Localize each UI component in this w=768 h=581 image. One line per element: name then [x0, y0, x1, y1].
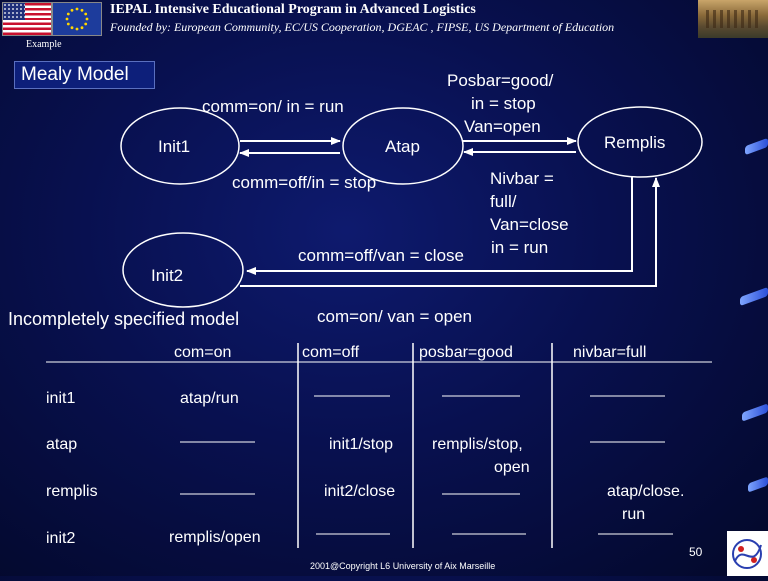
table-header-nivbar-full: nivbar=full [573, 344, 647, 361]
state-label-remplis: Remplis [604, 133, 666, 152]
eu-stars [65, 7, 89, 31]
university-logo-icon [727, 531, 768, 576]
transition-remplis-atap-line4: in = run [491, 238, 549, 257]
example-label: Example [26, 39, 62, 50]
incomplete-model-label: Incompletely specified model [8, 309, 240, 329]
state-atap [342, 107, 464, 185]
state-label-atap: Atap [385, 137, 420, 156]
mealy-model-badge: Mealy Model [14, 61, 155, 89]
logo-graphic [732, 539, 762, 569]
state-init1 [120, 107, 240, 185]
transition-atap-remplis-line2: in = stop [471, 94, 536, 113]
cell-init2-com-on: remplis/open [169, 529, 261, 546]
table-row-atap: atap [46, 436, 78, 453]
transition-atap-remplis-line1: Posbar=good/ [447, 71, 554, 90]
table-row-init2: init2 [46, 530, 76, 547]
us-flag-canton [3, 3, 25, 20]
heading: Mealy Model [21, 64, 129, 85]
header-subtitle: Founded by: European Community, EC/US Co… [110, 20, 615, 34]
state-init2 [122, 232, 244, 308]
cell-init1-com-on: atap/run [180, 390, 239, 407]
arrow-init2-remplis [240, 177, 660, 287]
cell-remplis-nivbar-line2: run [622, 506, 646, 523]
arrow-remplis-init2 [246, 177, 633, 275]
cell-atap-posbar-line2: open [494, 459, 530, 476]
transition-remplis-init2: comm=off/van = close [298, 246, 464, 265]
transition-remplis-atap-line1: Nivbar = [490, 169, 554, 188]
table-header-posbar-good: posbar=good [419, 344, 513, 361]
table-header-com-on: com=on [174, 344, 232, 361]
table-header-com-off: com=off [302, 344, 360, 361]
transition-remplis-atap-line3: Van=close [490, 215, 569, 234]
cell-atap-posbar-line1: remplis/stop, [432, 436, 523, 453]
table-row-remplis: remplis [46, 483, 98, 500]
transition-atap-remplis-line3: Van=open [464, 117, 541, 136]
state-label-init1: Init1 [158, 137, 191, 156]
transition-init1-atap: comm=on/ in = run [202, 97, 344, 116]
page-number: 50 [689, 545, 703, 559]
footer-copyright: 2001@Copyright L6 University of Aix Mars… [310, 561, 496, 571]
transition-init2-remplis: com=on/ van = open [317, 307, 473, 326]
state-remplis [577, 106, 703, 178]
state-label-init2: Init2 [151, 266, 184, 285]
transition-atap-init1: comm=off/in = stop [232, 173, 377, 192]
cell-remplis-com-off: init2/close [324, 483, 396, 500]
transition-remplis-atap-line2: full/ [490, 192, 517, 211]
eu-flag-icon [52, 2, 102, 36]
header-title: IEPAL Intensive Educational Program in A… [110, 2, 476, 17]
cell-remplis-nivbar-line1: atap/close. [607, 483, 685, 500]
us-flag-icon [2, 2, 52, 36]
header-photo [698, 0, 768, 38]
cell-atap-com-off: init1/stop [329, 436, 394, 453]
table-row-init1: init1 [46, 390, 76, 407]
